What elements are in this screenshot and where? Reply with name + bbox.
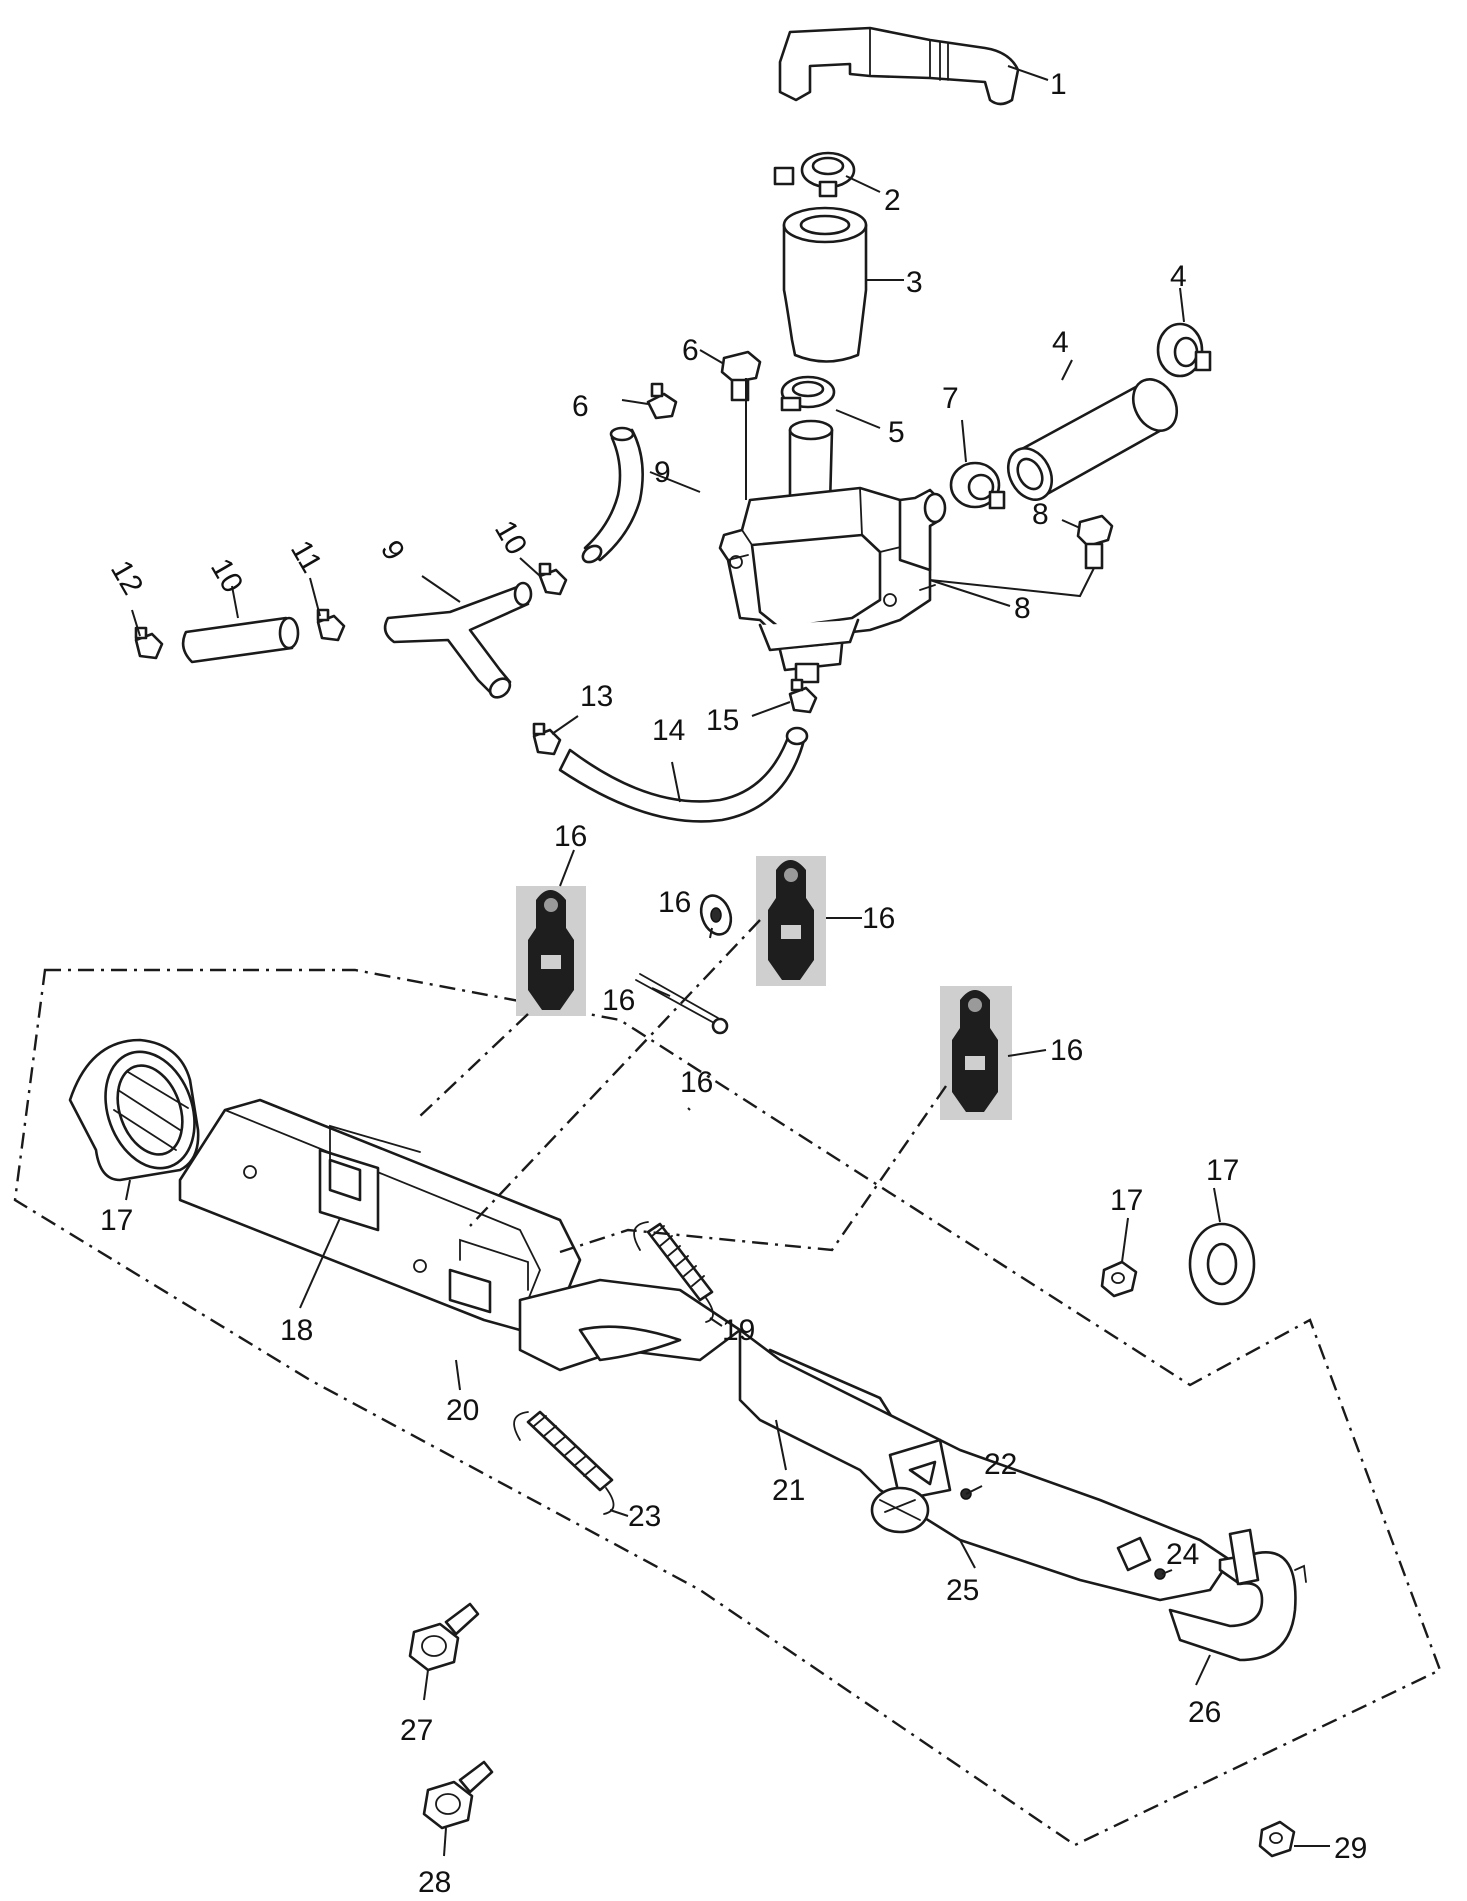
callout-11: 8: [1014, 592, 1031, 625]
callout-10-lower: 29: [1334, 1832, 1367, 1865]
leader-lines: [125, 65, 1330, 1857]
part-19-y-pipe: [383, 581, 533, 699]
part-16-clamp-b: [538, 562, 568, 596]
callout-19: 9: [374, 535, 411, 566]
part-29-end-cap: [68, 1038, 200, 1182]
part-17-damper-right: [940, 986, 1012, 1120]
part-12-hose: [1006, 378, 1179, 501]
part-20-hose: [581, 426, 644, 564]
callout-15: 14: [652, 714, 685, 747]
callout-14: 3: [906, 266, 923, 299]
callout-29: 17: [100, 1204, 133, 1237]
part-16-clamp-d: [134, 626, 164, 660]
part-15-hose: [558, 726, 809, 823]
callout-9-center: 5: [888, 416, 905, 449]
callout-27: 28: [418, 1866, 451, 1899]
part-8-bolt-right: [1076, 514, 1114, 570]
callout-8-upper: 6: [682, 334, 699, 367]
callout-25: 21: [772, 1474, 805, 1507]
part-11-air-injection-valve: [718, 419, 947, 684]
callout-5: 25: [946, 1574, 979, 1607]
callout-3: 20: [446, 1394, 479, 1427]
part-2-exhaust-header: [1168, 1528, 1307, 1662]
part-21-cotter-pin: [635, 973, 729, 1035]
callout-13: 2: [884, 184, 901, 217]
part-18-hose: [181, 616, 300, 664]
part-5-exhaust-pipe: [738, 1328, 1232, 1602]
callout-17-left: 16: [554, 820, 587, 853]
part-8-bolt-upper: [720, 350, 762, 402]
callout-16-f: 15: [706, 704, 739, 737]
part-10-nut-lower: [1258, 1820, 1296, 1858]
callout-17-right: 16: [1050, 1034, 1083, 1067]
part-24-heat-shield-plate: [318, 1124, 421, 1232]
part-27-bolt: [422, 1760, 494, 1830]
part-14-hose: [782, 206, 868, 363]
callout-8-right: 8: [1032, 498, 1049, 531]
part-9-clamp-center: [780, 375, 836, 412]
part-17-damper-left: [516, 886, 586, 1016]
part-23-intake-elbow: [778, 26, 1020, 106]
callout-16-d: 12: [104, 555, 149, 600]
part-10-nut-upper: [1100, 1260, 1138, 1298]
part-3-muffler-body: [178, 1098, 742, 1372]
callout-23: 1: [1050, 68, 1067, 101]
callout-6-upper: 22: [984, 1448, 1017, 1481]
callout-24: 18: [280, 1314, 313, 1347]
callout-6-lower: 24: [1166, 1538, 1199, 1571]
callout-26: 27: [400, 1714, 433, 1747]
part-16-clamp-f: [788, 678, 818, 714]
callout-16-e: 13: [580, 680, 613, 713]
callout-16-c: 11: [284, 535, 328, 578]
callout-10-upper: 17: [1110, 1184, 1143, 1217]
callout-28: 7: [942, 382, 959, 415]
callout-4-lower: 23: [628, 1500, 661, 1533]
muffler-bracket-rear: [448, 1238, 529, 1314]
callout-20: 9: [654, 456, 671, 489]
part-28-clamp: [949, 461, 1006, 510]
muffler-assembly-outline: [13, 968, 1442, 1847]
callout-2: 26: [1188, 1696, 1221, 1729]
callout-1: 16: [680, 1066, 713, 1099]
part-16-clamp-c: [316, 608, 346, 642]
callout-21: 16: [602, 984, 635, 1017]
part-16-clamp-e: [532, 722, 562, 756]
callout-7: 17: [1206, 1154, 1239, 1187]
part-4-spring-lower: [513, 1410, 615, 1515]
callout-17-middle: 16: [862, 902, 895, 935]
part-17-damper-middle: [756, 856, 826, 986]
callout-22: 16: [658, 886, 691, 919]
part-22-washer: [699, 894, 733, 936]
part-7-gasket: [1188, 1222, 1256, 1306]
callout-12: 4: [1052, 326, 1069, 359]
callout-16-a: 6: [572, 390, 589, 423]
callout-16-b: 10: [488, 515, 533, 560]
callout-18: 10: [204, 553, 249, 598]
part-13-hose-clamp: [773, 151, 856, 198]
part-16-clamp-a: [646, 382, 678, 420]
part-26-bolt: [408, 1602, 480, 1672]
callout-9-right: 4: [1170, 260, 1187, 293]
part-9-clamp-right: [1156, 322, 1212, 378]
callout-4-upper: 19: [722, 1314, 755, 1347]
